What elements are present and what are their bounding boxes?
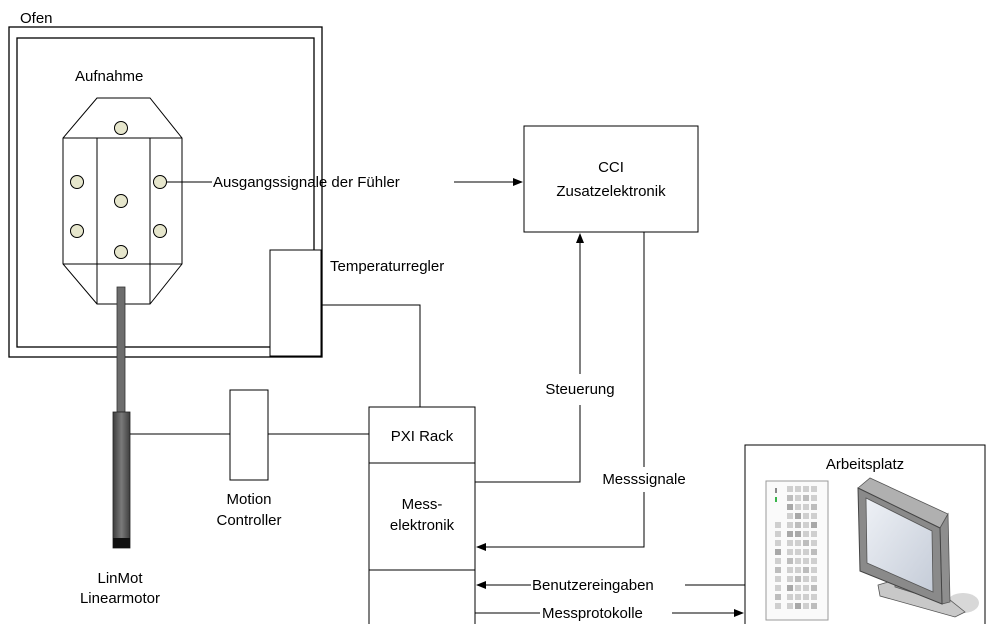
temperaturregler-label: Temperaturregler bbox=[330, 258, 444, 275]
cci-label: CCI bbox=[598, 159, 624, 176]
ofen-label: Ofen bbox=[20, 10, 53, 27]
aufnahme-label: Aufnahme bbox=[75, 68, 143, 85]
linmot-label: LinMot bbox=[97, 570, 143, 587]
steuerung-label: Steuerung bbox=[545, 381, 614, 398]
controller-label: Controller bbox=[216, 512, 281, 529]
cci-zusatzelektronik-box: CCI Zusatzelektronik bbox=[523, 125, 699, 233]
temperaturregler-box: Temperaturregler bbox=[269, 249, 444, 407]
linmot-linearmotor: LinMot Linearmotor bbox=[80, 286, 160, 607]
ausgangssignale-label: Ausgangssignale der Fühler bbox=[213, 174, 400, 191]
benutzereingaben-label: Benutzereingaben bbox=[532, 577, 654, 594]
benutzereingaben-connection: Benutzereingaben bbox=[476, 577, 745, 594]
sensor-dot bbox=[153, 224, 167, 238]
messprotokolle-label: Messprotokolle bbox=[542, 605, 643, 622]
pxi-rack: PXI Rack Mess- elektronik bbox=[368, 406, 476, 624]
sensor-dot bbox=[70, 224, 84, 238]
sensor-dot bbox=[114, 245, 128, 259]
messsignale-label: Messsignale bbox=[602, 471, 685, 488]
zusatzelektronik-label: Zusatzelektronik bbox=[556, 183, 666, 200]
sensor-dot bbox=[114, 121, 128, 135]
motion-controller: Motion Controller bbox=[130, 389, 369, 529]
monitor-icon bbox=[857, 477, 979, 618]
keyboard-icon bbox=[765, 480, 829, 621]
steuerung-connection: Steuerung bbox=[475, 233, 615, 483]
messsignale-connection: Messsignale bbox=[476, 232, 686, 551]
linearmotor-label: Linearmotor bbox=[80, 590, 160, 607]
arbeitsplatz-label: Arbeitsplatz bbox=[826, 456, 904, 473]
pxi-rack-label: PXI Rack bbox=[391, 428, 454, 445]
sensor-dot bbox=[70, 175, 84, 189]
sensor-dot bbox=[114, 194, 128, 208]
motion-label: Motion bbox=[226, 491, 271, 508]
ofen-oven: Ofen bbox=[8, 10, 323, 358]
arbeitsplatz-workstation: Arbeitsplatz bbox=[744, 444, 986, 624]
aufnahme-holder: Aufnahme bbox=[62, 68, 183, 305]
mess-label: Mess- bbox=[402, 496, 443, 513]
ausgangssignale-connection: Ausgangssignale der Fühler bbox=[167, 174, 523, 191]
elektronik-label: elektronik bbox=[390, 517, 455, 534]
sensor-dot bbox=[153, 175, 167, 189]
messprotokolle-connection: Messprotokolle bbox=[475, 605, 744, 622]
